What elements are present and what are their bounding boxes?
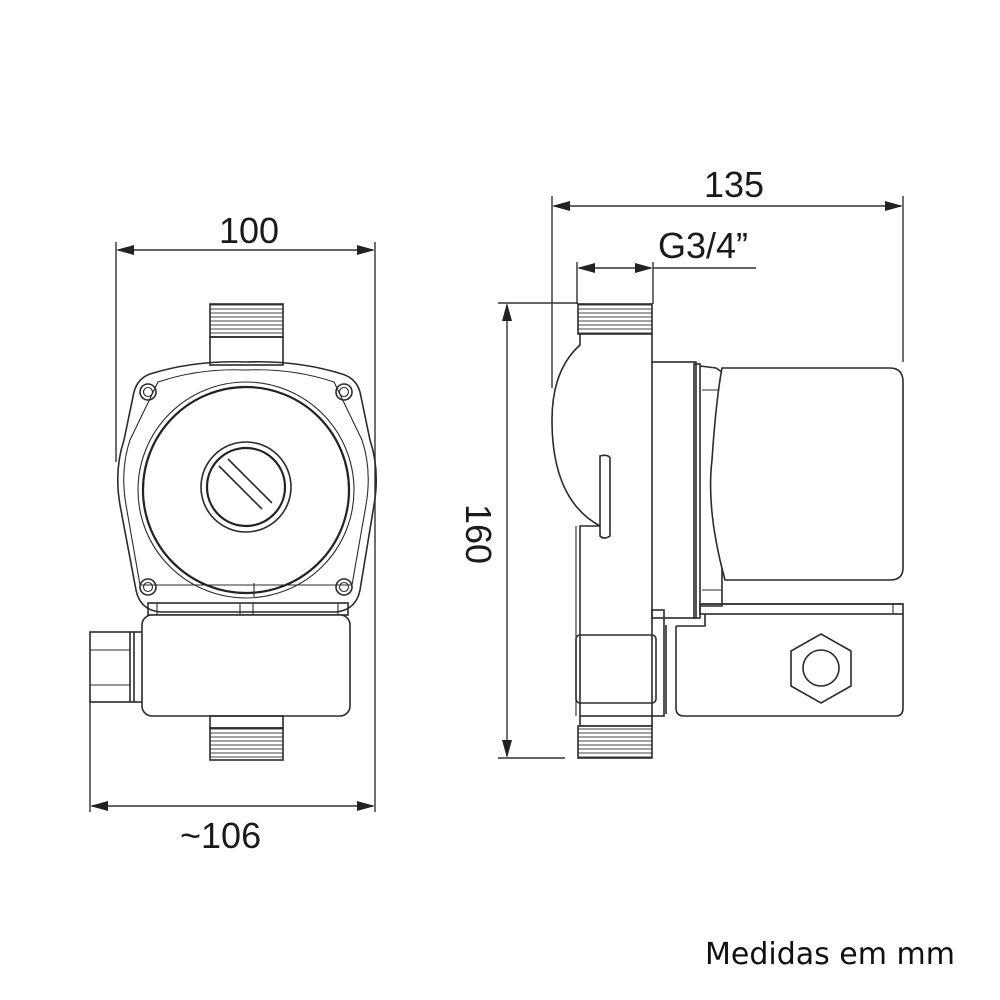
- arrow-up-icon: [502, 303, 512, 321]
- dim-front-width-top: 100: [219, 210, 280, 251]
- center-screw-icon: [200, 441, 292, 533]
- hex-nut-icon: [790, 633, 852, 704]
- bottom-thread: [577, 725, 653, 759]
- top-thread: [577, 303, 653, 335]
- motor-housing: [709, 367, 904, 581]
- arrow-down-icon: [502, 740, 512, 758]
- side-view: [498, 196, 904, 759]
- units-note: Medidas em mm: [705, 937, 955, 972]
- arrow-left-icon: [90, 801, 108, 811]
- arrow-left-icon: [577, 263, 595, 273]
- dim-height: 160: [458, 503, 500, 565]
- arrow-right-icon: [357, 801, 375, 811]
- motor-cover: [141, 385, 351, 595]
- terminal-box: [141, 614, 351, 717]
- dim-front-width-bottom: ~106: [180, 815, 262, 856]
- front-view: [89, 242, 378, 812]
- arrow-left-icon: [116, 245, 134, 255]
- bolt-holes: [139, 383, 353, 596]
- arrow-left-icon: [552, 201, 570, 211]
- dim-side-overall-width: 135: [704, 164, 765, 205]
- arrow-right-icon: [885, 201, 903, 211]
- top-thread: [209, 303, 284, 338]
- arrow-right-icon: [635, 263, 653, 273]
- arrow-right-icon: [357, 245, 375, 255]
- dim-thread-size: G3/4”: [658, 225, 749, 266]
- bottom-thread: [209, 727, 284, 761]
